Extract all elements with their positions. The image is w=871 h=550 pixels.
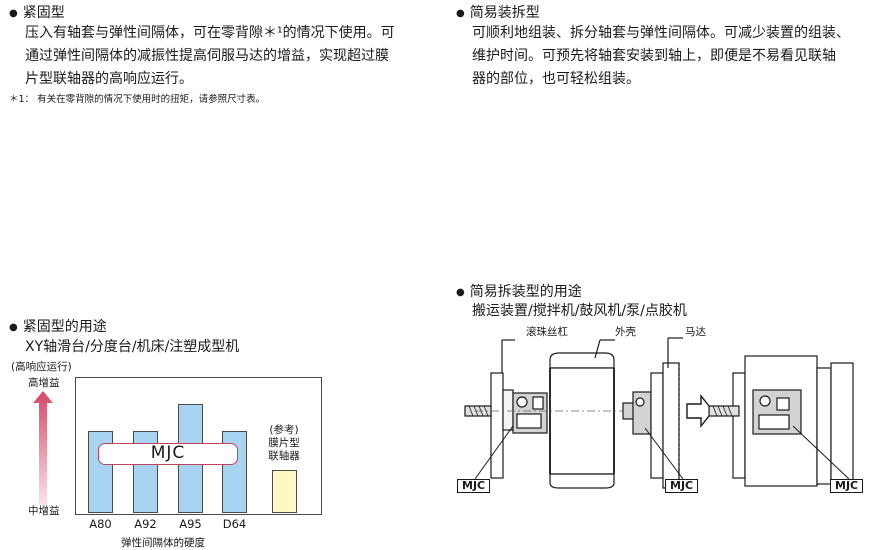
clamp-use-apps: XY轴滑台/分度台/机床/注塑成型机 [25,339,240,355]
easy-heading: ●简易装拆型 [456,5,540,21]
bullet-icon: ● [456,287,465,298]
leader-line [474,425,514,480]
gain-arrow-icon [33,391,53,505]
assembly-diagram [464,337,854,489]
clamp-footnote: ＊1： 有关在零背隙的情况下使用时的扭矩，请参照尺寸表。 [9,94,266,105]
easy-use-heading: ●简易拆装型的用途 [456,284,582,300]
x-tick-label: A95 [179,517,202,531]
spacer-slot [532,396,544,410]
easy-description: 可顺利地组装、拆分轴套与弹性间隔体。可减少装置的组装、 维护时间。可预先将轴套安… [472,25,850,87]
mjc-tag-left: MJC [457,479,491,493]
x-tick-label: D64 [222,517,247,531]
easy-use-apps: 搬运装置/搅拌机/鼓风机/泵/点胶机 [472,303,687,319]
housing-body [549,367,615,475]
bullet-icon: ● [9,8,18,19]
clamp-use-heading: ●紧固型的用途 [9,319,107,335]
leader-line [792,425,850,480]
spacer-slot [776,397,790,411]
assembled-shaft [708,405,740,417]
chart-y-high: 高增益 [28,377,60,389]
bullet-icon: ● [456,8,465,19]
bolt-icon [516,396,528,408]
housing-bottom [549,473,615,489]
mjc-tag-middle: MJC [665,479,699,493]
chart-ylabel-top: (高响应运行) [11,361,72,373]
label-housing: 外壳 [615,326,636,338]
clamp-description: 压入有轴套与弹性间隔体，可在零背隙＊¹的情况下使用。可 通过弹性间隔体的减振性提… [25,25,395,87]
reference-label: (参考) 膜片型 联轴器 [268,424,300,462]
spacer-slot [758,414,790,430]
chart-frame [75,377,322,515]
chart-xlabel: 弹性间隔体的硬度 [121,537,205,549]
mjc-band: MJC [98,443,238,465]
x-tick-label: A92 [134,517,157,531]
label-motor: 马达 [685,326,706,338]
assembly-arrow-icon [686,394,714,428]
spacer-slot [516,413,542,429]
bolt-icon [759,395,771,407]
bolt-icon [635,397,645,407]
clamp-heading: ●紧固型 [9,5,65,21]
leader-line [594,339,601,359]
housing-top [549,352,615,369]
tag-leaders [474,425,850,480]
mjc-tag-right: MJC [830,479,864,493]
x-tick-label: A80 [89,517,112,531]
thread-lines [712,405,733,417]
bullet-icon: ● [9,322,18,333]
chart-y-low: 中增益 [28,505,60,517]
label-ball-screw: 滚珠丝杠 [526,326,568,338]
leader-line [644,427,684,480]
